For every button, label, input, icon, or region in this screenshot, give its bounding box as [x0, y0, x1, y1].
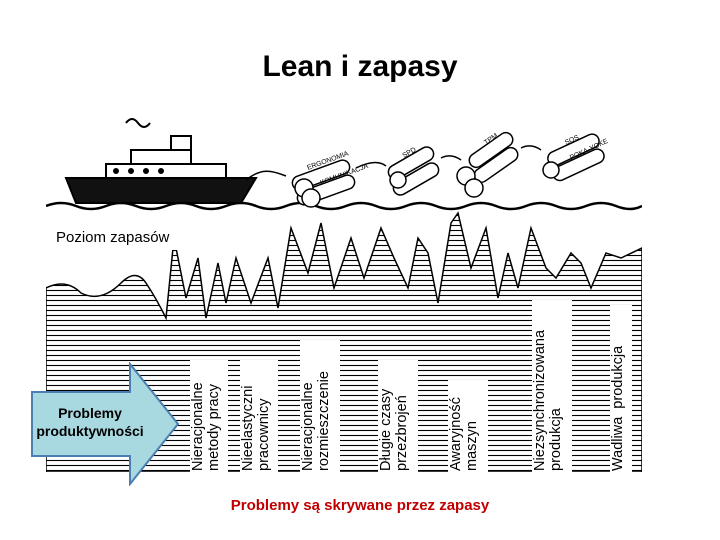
- ship: [64, 118, 258, 204]
- water-surface: [46, 201, 642, 211]
- footer-caption: Problemy są skrywane przez zapasy: [230, 497, 490, 514]
- page-title: Lean i zapasy: [262, 50, 458, 83]
- inventory-level-label: Poziom zapasów: [52, 226, 218, 250]
- productivity-arrow: [31, 362, 180, 486]
- problem-label: Wadliwa produkcja: [610, 305, 632, 475]
- productivity-problems-label: Problemy produktywności: [36, 405, 144, 439]
- barrels: [245, 131, 605, 208]
